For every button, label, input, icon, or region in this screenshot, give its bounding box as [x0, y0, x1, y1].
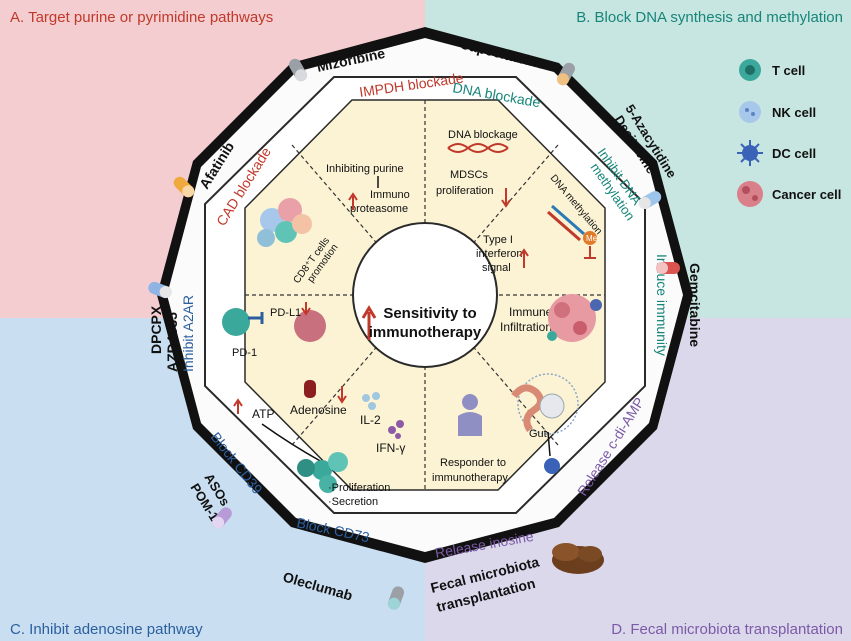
dna-helix-icon: [447, 143, 509, 153]
legend-cancer-cell-icon: [737, 181, 763, 207]
inner-immune: Immune: [509, 305, 553, 319]
legend-label-0: T cell: [772, 63, 805, 78]
ring-induce-immunity: Induce immunity: [654, 254, 670, 356]
drug-azd4635: AZD4635: [164, 312, 180, 372]
gut-icon: [511, 373, 579, 435]
ifn-dots-icon: [388, 420, 404, 439]
legend-label-2: DC cell: [772, 146, 816, 161]
legend: [737, 59, 763, 207]
methylation-inhibit-mark: [584, 246, 596, 259]
adenosine-icon: [304, 380, 316, 398]
inner-type1-c: signal: [482, 262, 511, 274]
inner-gut: Gut: [529, 428, 547, 440]
pd1-receptor-icon: [222, 308, 264, 336]
dna-methylation-icon: [547, 204, 597, 245]
inner-dna-blockage: DNA blockage: [448, 129, 518, 141]
drug-dpcpx: DPCPX: [148, 305, 164, 354]
t-cell-cluster-icon: [297, 452, 348, 493]
adenosine-down-arrow: [337, 386, 347, 404]
inner-responder-a: Responder to: [440, 457, 506, 469]
mdsc-down-arrow: [501, 188, 511, 208]
quadrant-b-title: B. Block DNA synthesis and methylation: [576, 9, 843, 26]
legend-dc-cell-icon: [737, 140, 763, 166]
inner-ifn: IFN-γ: [376, 441, 405, 455]
responder-person-icon: [458, 394, 482, 436]
inner-adenosine: Adenosine: [290, 403, 347, 417]
inner-type1-b: interferon: [476, 248, 522, 260]
quadrant-a-title: A. Target purine or pyrimidine pathways: [10, 9, 273, 26]
inner-il2: IL-2: [360, 413, 381, 427]
atp-to-cells-arrow: [261, 423, 323, 463]
pdl1-down-arrow: [301, 302, 311, 316]
inner-mdsc-proliferation: proliferation: [436, 185, 493, 197]
inner-type1-a: Type I: [483, 234, 513, 246]
center-line-2: immunotherapy: [369, 324, 482, 341]
inner-inhibiting-purine: Inhibiting purine: [326, 163, 404, 175]
center-up-arrow: [361, 305, 377, 340]
atp-up-arrow: [233, 398, 243, 414]
cad-cell-cluster-icon: [257, 198, 312, 247]
legend-t-cell-icon: [739, 59, 761, 81]
legend-label-1: NK cell: [772, 105, 816, 120]
inner-immuno: Immuno: [370, 189, 410, 201]
immuno-up-arrow: [348, 192, 358, 210]
capsule-icons: [148, 58, 680, 610]
drug-gemcitabine: Gemcitabine: [687, 263, 703, 347]
inner-atp: ATP: [252, 407, 274, 421]
spokes: [245, 100, 605, 490]
inner-responder-b: immunotherapy: [432, 472, 508, 484]
type1-up-arrow: [519, 248, 529, 268]
inner-prolif-dot: ·Proliferation: [328, 482, 390, 494]
center-line-1: Sensitivity to: [383, 305, 476, 322]
inner-infiltration: Infiltration: [500, 320, 552, 334]
inner-mdscs: MDSCs: [450, 169, 488, 181]
dc-cell-small-icon: [544, 458, 560, 474]
cytokine-dots-icon: [362, 392, 380, 410]
tumor-cell-icon: [294, 310, 326, 342]
legend-nk-cell-icon: [739, 101, 761, 123]
quadrant-d-title: D. Fecal microbiota transplantation: [611, 621, 843, 638]
fecal-sample-icon: [552, 543, 604, 574]
legend-label-3: Cancer cell: [772, 187, 841, 202]
immune-infiltration-icon: [547, 294, 602, 342]
inner-pdl1: PD-L1: [270, 307, 301, 319]
gut-to-dc-arrow: [547, 431, 551, 457]
inner-pd1: PD-1: [232, 347, 257, 359]
quadrant-c-title: C. Inhibit adenosine pathway: [10, 621, 203, 638]
center-circle: [352, 222, 498, 368]
inner-me: Me: [586, 234, 598, 243]
inner-proteasome: proteasome: [350, 203, 408, 215]
ring-inhibit-a2ar: Inhibit A2AR: [180, 295, 196, 372]
inner-secretion-dot: ·Secretion: [328, 496, 378, 508]
